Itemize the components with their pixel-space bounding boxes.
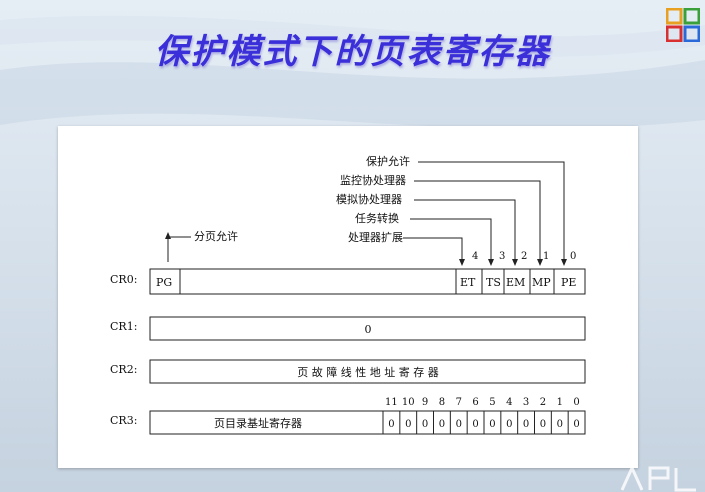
cr0-bit-1: 1 [543, 251, 549, 262]
cr2-register [149, 359, 586, 384]
cr3-bit-value: 0 [573, 419, 579, 430]
cr0-bit-3: 3 [499, 251, 505, 262]
windows-tiles-logo-icon [666, 8, 700, 42]
cr3-bit-number: 11 [385, 397, 398, 408]
cr3-bit-value: 0 [523, 419, 529, 430]
cr2-label: CR2: [110, 363, 137, 376]
cr3-bit-number: 0 [573, 397, 579, 408]
cr3-bit-value: 0 [557, 419, 563, 430]
annotation-em: 模拟协处理器 [336, 192, 402, 206]
cr3-bit-number: 10 [402, 397, 415, 408]
cr3-bit-number: 4 [506, 397, 512, 408]
cr3-bit-value: 0 [388, 419, 394, 430]
cr0-field-et: ET [460, 276, 476, 289]
cr3-bit-value: 0 [456, 419, 462, 430]
cr0-field-mp: MP [532, 276, 551, 289]
cr3-bit-number: 5 [489, 397, 495, 408]
annotation-pg: 分页允许 [194, 229, 238, 243]
cr3-bit-value: 0 [472, 419, 478, 430]
cr0-field-pg: PG [156, 276, 172, 289]
cr0-field-ts: TS [486, 276, 501, 289]
cr3-bit-number: 1 [557, 397, 563, 408]
cr0-label: CR0: [110, 273, 137, 286]
annotation-leaders [165, 161, 567, 266]
cr3-bit-number: 8 [439, 397, 445, 408]
annotation-pe: 保护允许 [366, 154, 410, 168]
cr3-bit-value: 0 [506, 419, 512, 430]
annotation-et: 处理器扩展 [348, 230, 403, 244]
cr3-bit-value: 0 [422, 419, 428, 430]
cr3-bit-value: 0 [489, 419, 495, 430]
cr1-register [149, 316, 586, 341]
cr3-bit-number: 6 [472, 397, 478, 408]
cr3-bit-value: 0 [439, 419, 445, 430]
cr1-value: 0 [365, 323, 372, 336]
cr3-bit-number: 3 [523, 397, 529, 408]
cr0-bit-4: 4 [472, 251, 478, 262]
cr0-bit-2: 2 [521, 251, 527, 262]
annotation-ts: 任务转换 [355, 211, 399, 225]
diagram-panel: 保护允许 监控协处理器 模拟协处理器 任务转换 处理器扩展 分页允许 4 3 2… [58, 126, 638, 468]
slide-title: 保护模式下的页表寄存器 [154, 32, 551, 72]
cr2-value: 页 故 障 线 性 地 址 寄 存 器 [297, 365, 438, 379]
cr3-label: CR3: [110, 414, 137, 427]
control-registers-diagram: 保护允许 监控协处理器 模拟协处理器 任务转换 处理器扩展 分页允许 4 3 2… [110, 154, 586, 435]
cr0-bit-0: 0 [570, 251, 576, 262]
cr1-label: CR1: [110, 320, 137, 333]
corner-decoration [620, 464, 696, 492]
cr0-register [149, 268, 586, 295]
annotation-mp: 监控协处理器 [340, 173, 406, 187]
cr0-field-em: EM [506, 276, 525, 289]
cr3-field: 页目录基址寄存器 [214, 416, 302, 430]
cr0-field-pe: PE [561, 276, 576, 289]
cr3-bit-value: 0 [540, 419, 546, 430]
cr3-bit-number: 9 [422, 397, 428, 408]
cr3-bit-number: 7 [456, 397, 462, 408]
cr3-bit-number: 2 [540, 397, 546, 408]
cr3-bit-value: 0 [405, 419, 411, 430]
cr3-register [149, 410, 586, 435]
